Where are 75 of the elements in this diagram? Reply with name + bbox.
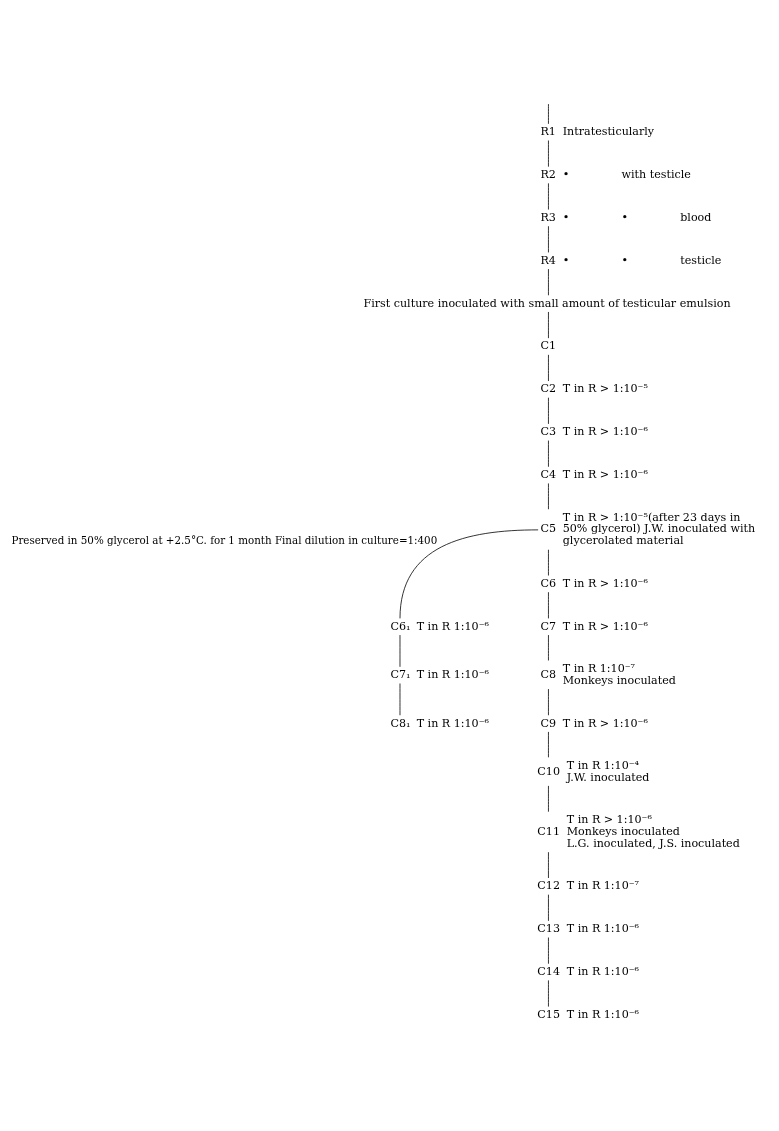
connector: [548, 731, 549, 758]
node-text: C8: [540, 667, 557, 681]
connector: [548, 396, 549, 424]
node-label: T in R > 1:10⁻⁶: [562, 424, 648, 438]
node-label: J.W. inoculated: [566, 770, 650, 783]
connector: [548, 225, 549, 253]
node-label: T in R 1:10⁻⁶: [416, 619, 490, 633]
connector: [399, 529, 539, 619]
edge-label: Preserved in 50% glycerol at +2.5°C. for 1 month Final dilution in culture=1:400: [11, 533, 438, 546]
connector: [548, 139, 549, 167]
node-label: T in R > 1:10⁻⁶: [566, 812, 652, 826]
node-text: R4: [540, 253, 556, 267]
node-label: T in R > 1:10⁻⁶: [562, 467, 648, 481]
node-label: T in R 1:10⁻⁶: [566, 1007, 640, 1021]
connector: [548, 353, 549, 381]
node-text: C14: [537, 964, 560, 978]
node-label: T in R 1:10⁻⁷: [562, 661, 636, 675]
node-text: C8₁: [390, 716, 411, 730]
node-text: C13: [537, 921, 560, 935]
node-label: T in R 1:10⁻⁴: [566, 758, 640, 772]
node-label: •: [562, 253, 570, 267]
node-text: C5: [540, 521, 557, 535]
node-label: T in R 1:10⁻⁶: [416, 667, 490, 681]
node-label: •: [562, 167, 570, 181]
node-text: C10: [537, 764, 560, 778]
node-label: T in R 1:10⁻⁷: [566, 878, 640, 892]
node-label: T in R 1:10⁻⁶: [416, 716, 490, 730]
node-text: C4: [540, 467, 557, 481]
node-label: Intratesticularly: [562, 124, 655, 138]
node-label: T in R 1:10⁻⁶: [566, 964, 640, 978]
node-label: T in R 1:10⁻⁶: [566, 921, 640, 935]
node-label: T in R > 1:10⁻⁶: [562, 716, 648, 730]
connector: [548, 591, 549, 619]
connector: [548, 893, 549, 921]
node-text: C1: [540, 338, 557, 352]
connector: [548, 851, 549, 878]
node-label: •: [621, 210, 629, 224]
node-text: C11: [537, 824, 560, 838]
node-text: C6: [540, 576, 557, 590]
connector: [548, 936, 549, 964]
connector: [548, 482, 549, 510]
connector: [548, 103, 549, 124]
node-label: L.G. inoculated, J.S. inoculated: [566, 836, 740, 850]
node-text: C15: [537, 1007, 560, 1021]
connector: [548, 182, 549, 210]
connector: [548, 439, 549, 467]
connector: [548, 979, 549, 1007]
node-text: C9: [540, 716, 557, 730]
node-text: C7₁: [390, 667, 411, 681]
node-label: T in R > 1:10⁻⁶: [562, 619, 648, 633]
node-label: •: [621, 253, 629, 267]
node-label: T in R > 1:10⁻⁶: [562, 576, 648, 590]
node-text: C3: [540, 424, 557, 438]
connector: [548, 785, 549, 812]
node-label: T in R > 1:10⁻⁵: [562, 381, 648, 395]
node-text: C2: [540, 381, 557, 395]
node-text: C6₁: [390, 619, 411, 633]
connector: [548, 548, 549, 576]
node-text: R1: [540, 124, 556, 138]
connector: [548, 268, 549, 296]
node-label: Monkeys inoculated: [566, 824, 680, 838]
node-text: C12: [537, 878, 560, 892]
connector: [548, 634, 549, 661]
node-label: blood: [680, 210, 712, 224]
node-label: •: [562, 210, 570, 224]
node-text: R2: [540, 167, 556, 181]
node-label: testicle: [680, 253, 722, 267]
connector: [548, 311, 549, 339]
node-text: First culture inoculated with small amount of testicular emulsion: [363, 296, 731, 310]
connector: [548, 688, 549, 716]
node-label: T in R > 1:10⁻⁵(after 23 days in 50% glycerol) J.W. inoculated with glycerolated material: [562, 510, 756, 547]
node-label: with testicle: [621, 167, 691, 181]
node-label: Monkeys inoculated: [562, 673, 676, 687]
node-text: C7: [540, 619, 557, 633]
node-text: R3: [540, 210, 556, 224]
